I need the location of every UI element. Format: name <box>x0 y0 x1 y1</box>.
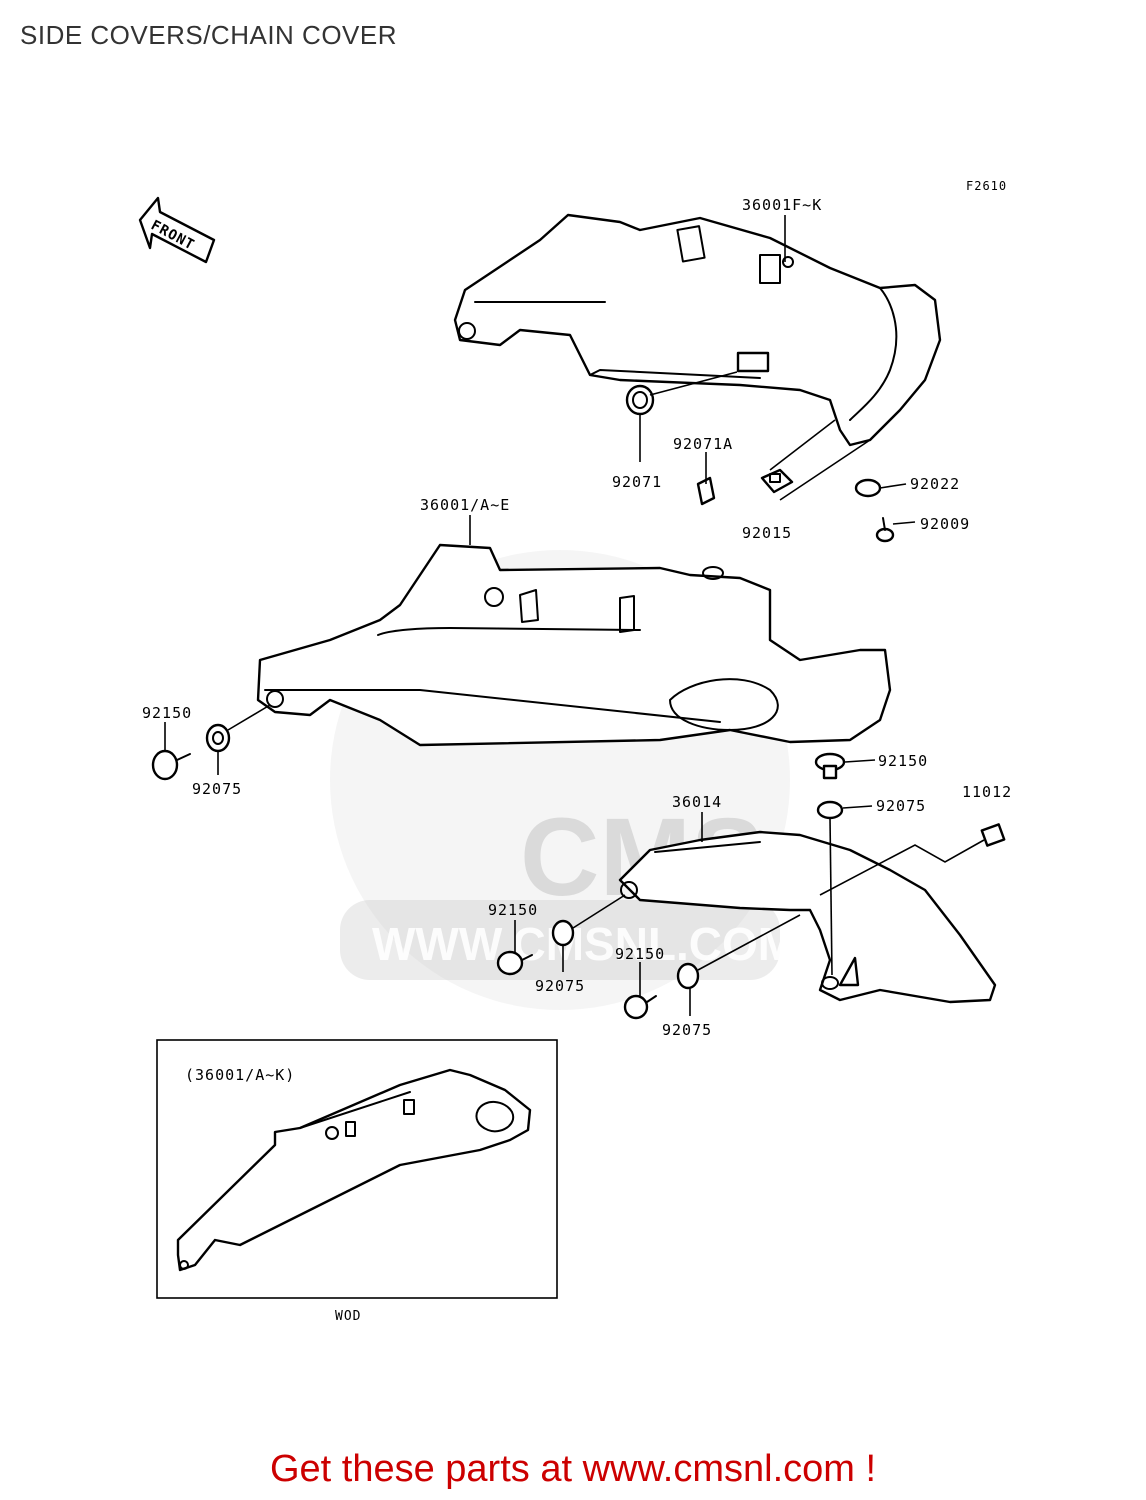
label-11012[interactable]: 11012 <box>962 783 1012 801</box>
front-arrow-icon: FRONT <box>138 196 216 264</box>
label-92015[interactable]: 92015 <box>742 524 792 542</box>
upper-side-cover <box>453 213 942 447</box>
grommet-92071 <box>625 384 655 416</box>
label-92075-right-top[interactable]: 92075 <box>876 797 926 815</box>
figure-code: F2610 <box>966 179 1007 193</box>
label-36001-a-e[interactable]: 36001/A~E <box>420 496 510 514</box>
label-92071a[interactable]: 92071A <box>673 435 733 453</box>
label-92150-right-top[interactable]: 92150 <box>878 752 928 770</box>
grommet-92075-left <box>205 723 231 753</box>
bolt-92150-chain-1 <box>496 950 533 976</box>
chain-cover <box>618 830 997 1004</box>
watermark-url: WWW.CMSNL.COM <box>372 918 796 970</box>
label-36001f-k[interactable]: 36001F~K <box>742 196 822 214</box>
part-labels: 36001F~K 92071 92071A 92015 92022 92009 … <box>142 196 1012 1039</box>
grommet-92075-right-top <box>816 800 844 820</box>
label-92071[interactable]: 92071 <box>612 473 662 491</box>
label-92150-chain-1[interactable]: 92150 <box>488 901 538 919</box>
bolt-92009 <box>875 517 895 543</box>
page-title: SIDE COVERS/CHAIN COVER <box>20 20 398 50</box>
label-92150-left[interactable]: 92150 <box>142 704 192 722</box>
label-92150-chain-2[interactable]: 92150 <box>615 945 665 963</box>
bolt-92150-chain-2 <box>623 994 657 1020</box>
inset-box: (36001/A~K) <box>156 1039 558 1299</box>
lower-side-cover <box>256 543 892 747</box>
bolt-92150-right-top <box>814 752 846 780</box>
footer-cta[interactable]: Get these parts at www.cmsnl.com ! <box>0 1448 1146 1491</box>
grommet-92075-chain-2 <box>676 962 700 990</box>
label-92009[interactable]: 92009 <box>920 515 970 533</box>
label-36014[interactable]: 36014 <box>672 793 722 811</box>
inset-caption: WOD <box>335 1309 361 1324</box>
leader-lines <box>164 215 985 1016</box>
collar-11012 <box>980 823 1006 847</box>
inset-label: (36001/A~K) <box>185 1066 295 1084</box>
grommet-92075-chain-1 <box>551 919 575 947</box>
washer-92022 <box>854 478 882 498</box>
footer-link[interactable]: Get these parts at www.cmsnl.com ! <box>269 1448 877 1490</box>
bolt-92150-left <box>151 749 191 781</box>
nut-92015 <box>760 468 794 494</box>
label-92075-chain-1[interactable]: 92075 <box>535 977 585 995</box>
label-92075-left[interactable]: 92075 <box>192 780 242 798</box>
label-92075-chain-2[interactable]: 92075 <box>662 1021 712 1039</box>
label-92022[interactable]: 92022 <box>910 475 960 493</box>
